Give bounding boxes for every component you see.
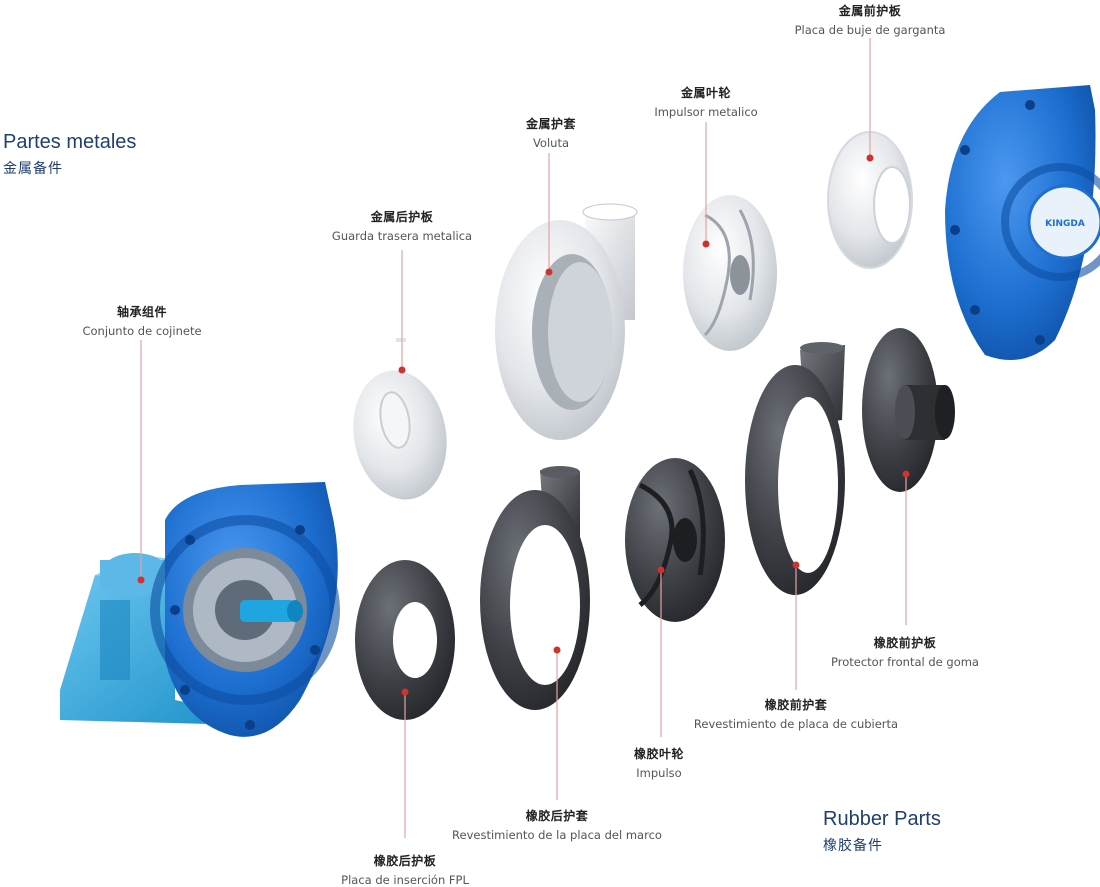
- label-rubber-impeller: 橡胶叶轮 Impulso: [634, 745, 684, 780]
- dot-throat-bush: [866, 154, 874, 162]
- label-rubber-impeller-zh: 橡胶叶轮: [633, 747, 685, 761]
- brand-logo: KINGDA: [1045, 219, 1085, 229]
- section-metal: Partes metales 金属备件: [3, 131, 136, 178]
- dot-frame-liner: [553, 646, 561, 654]
- label-throat-bush: 金属前护板 Placa de buje de garganta: [795, 2, 946, 37]
- rubber-impeller-part: [625, 458, 725, 622]
- dot-cover-liner: [792, 561, 800, 569]
- fpl-part: [355, 560, 455, 720]
- dot-volute: [545, 268, 553, 276]
- dot-rubber-front-guard: [902, 470, 910, 478]
- pump-casing-right: [945, 85, 1100, 360]
- label-metal-impeller-zh: 金属叶轮: [680, 86, 731, 100]
- metal-back-guard-part: [353, 338, 447, 500]
- leader-lines: [140, 38, 907, 838]
- dot-metal-impeller: [702, 240, 710, 248]
- label-metal-back-guard: 金属后护板 Guarda trasera metalica: [332, 208, 472, 243]
- label-fpl-zh: 橡胶后护板: [373, 854, 437, 868]
- label-rubber-front-guard-es: Protector frontal de goma: [831, 655, 979, 669]
- label-frame-liner-es: Revestimiento de la placa del marco: [452, 828, 662, 842]
- section-metal-title: Partes metales: [3, 131, 137, 153]
- frame-liner-part: [480, 466, 590, 710]
- throat-bush-part: [827, 131, 913, 269]
- label-fpl-es: Placa de inserción FPL: [341, 873, 469, 887]
- rubber-front-guard-part: [862, 328, 955, 492]
- pump-assembly-left: [60, 482, 340, 737]
- dot-rubber-impeller: [657, 566, 665, 574]
- label-metal-back-guard-es: Guarda trasera metalica: [331, 229, 473, 243]
- label-volute: 金属护套 Voluta: [526, 115, 576, 150]
- label-cover-liner: 橡胶前护套 Revestimiento de placa de cubierta: [694, 696, 898, 731]
- cover-liner-part: [745, 342, 845, 595]
- section-rubber: Rubber Parts 橡胶备件: [823, 808, 941, 855]
- label-rubber-front-guard: 橡胶前护板 Protector frontal de goma: [831, 634, 979, 669]
- section-metal-subtitle: 金属备件: [3, 161, 63, 177]
- label-rubber-impeller-es: Impulso: [636, 766, 682, 780]
- label-cover-liner-es: Revestimiento de placa de cubierta: [693, 717, 899, 731]
- label-rubber-front-guard-zh: 橡胶前护板: [873, 636, 937, 650]
- label-cover-liner-zh: 橡胶前护套: [764, 698, 828, 712]
- label-volute-zh: 金属护套: [525, 117, 577, 131]
- label-fpl: 橡胶后护板 Placa de inserción FPL: [341, 852, 469, 887]
- label-bearing-es: Conjunto de cojinete: [82, 324, 202, 338]
- metal-impeller-part: [683, 195, 777, 351]
- label-metal-impeller: 金属叶轮 Impulsor metalico: [654, 84, 757, 119]
- section-rubber-title: Rubber Parts: [823, 808, 941, 830]
- section-rubber-subtitle: 橡胶备件: [823, 838, 883, 854]
- marker-dots: [137, 154, 910, 696]
- label-bearing: 轴承组件 Conjunto de cojinete: [82, 303, 201, 338]
- label-metal-back-guard-zh: 金属后护板: [370, 210, 434, 224]
- label-frame-liner: 橡胶后护套 Revestimiento de la placa del marc…: [452, 807, 662, 842]
- label-frame-liner-zh: 橡胶后护套: [525, 809, 589, 823]
- label-volute-es: Voluta: [532, 136, 570, 150]
- label-metal-impeller-es: Impulsor metalico: [654, 105, 758, 119]
- dot-metal-back-guard: [398, 366, 406, 374]
- label-throat-bush-zh: 金属前护板: [838, 4, 902, 18]
- volute-part: [495, 203, 638, 440]
- label-bearing-zh: 轴承组件: [116, 305, 167, 319]
- dot-fpl: [401, 688, 409, 696]
- dot-bearing: [137, 576, 145, 584]
- label-throat-bush-es: Placa de buje de garganta: [794, 23, 946, 37]
